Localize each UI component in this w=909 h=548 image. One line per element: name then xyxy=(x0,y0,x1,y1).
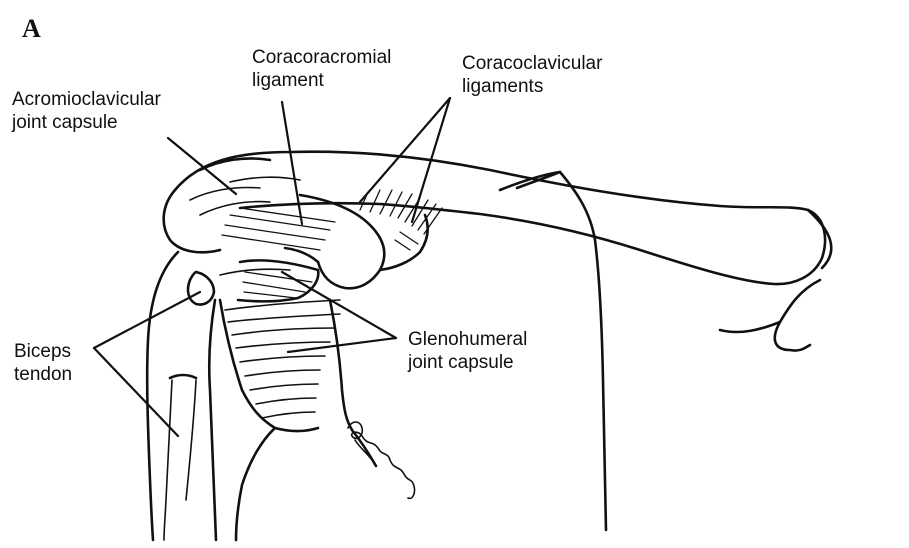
humerus xyxy=(147,252,216,540)
coracoacromial-fibres xyxy=(222,208,335,250)
label-line: Biceps xyxy=(14,340,72,363)
label-line: Acromioclavicular xyxy=(12,88,161,111)
label-acromioclavicular: Acromioclavicular joint capsule xyxy=(12,88,161,134)
label-glenohumeral: Glenohumeral joint capsule xyxy=(408,328,527,374)
label-line: ligament xyxy=(252,69,391,92)
label-coracoacromial: Coracoracromial ligament xyxy=(252,46,391,92)
coracoclavicular-fibres xyxy=(360,190,442,250)
label-coracoclavicular: Coracoclavicular ligaments xyxy=(462,52,602,98)
clavicle xyxy=(175,152,831,284)
label-line: tendon xyxy=(14,363,72,386)
label-line: joint capsule xyxy=(12,111,161,134)
artist-signature xyxy=(348,422,415,498)
label-line: joint capsule xyxy=(408,351,527,374)
panel-letter: A xyxy=(22,14,41,44)
label-biceps: Biceps tendon xyxy=(14,340,72,386)
chest-outline xyxy=(236,428,376,540)
label-line: Glenohumeral xyxy=(408,328,527,351)
label-line: Coracoracromial xyxy=(252,46,391,69)
label-line: ligaments xyxy=(462,75,602,98)
label-line: Coracoclavicular xyxy=(462,52,602,75)
coracoid-process xyxy=(285,195,428,288)
